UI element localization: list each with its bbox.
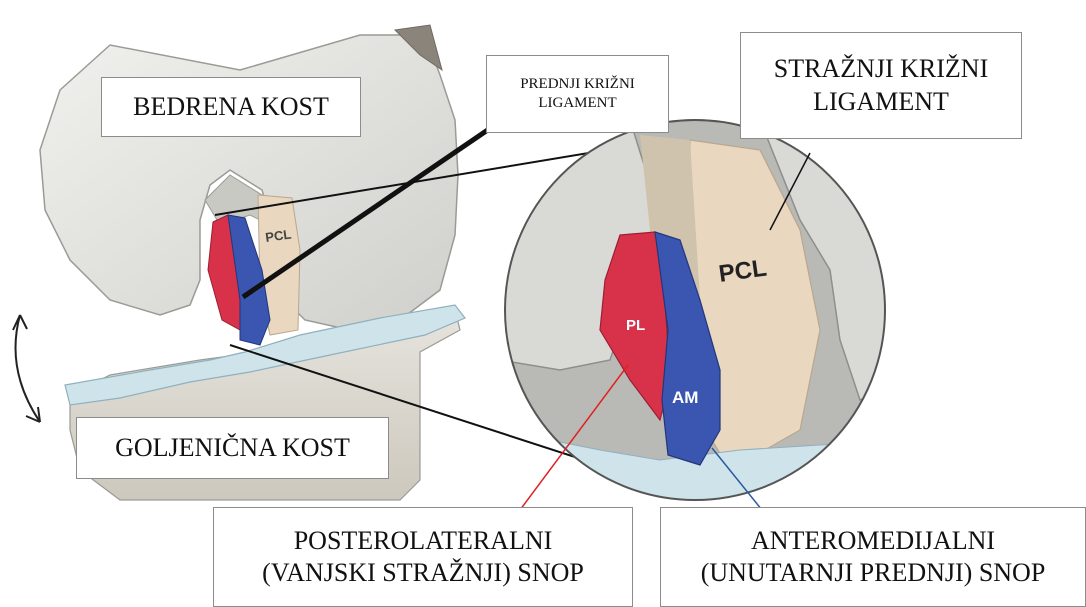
acl-label-line1: PREDNJI KRIŽNI <box>520 75 635 94</box>
pcl-label-line2: LIGAMENT <box>813 86 949 119</box>
rotation-arrow-icon <box>13 315 40 422</box>
tibia-label: GOLJENIČNA KOST <box>76 417 389 479</box>
pl-bundle-label: POSTEROLATERALNI (VANJSKI STRAŽNJI) SNOP <box>213 507 633 607</box>
pcl-label: STRAŽNJI KRIŽNI LIGAMENT <box>740 32 1022 139</box>
acl-label: PREDNJI KRIŽNI LIGAMENT <box>486 55 669 133</box>
pl-bundle-label-line2: (VANJSKI STRAŽNJI) SNOP <box>262 557 584 590</box>
acl-label-line2: LIGAMENT <box>538 94 616 113</box>
pl-bundle-label-line1: POSTEROLATERALNI <box>294 525 553 558</box>
am-bundle-label-line2: (UNUTARNJI PREDNJI) SNOP <box>701 557 1046 590</box>
pcl-label-line1: STRAŽNJI KRIŽNI <box>774 53 989 86</box>
am-bundle-label-line1: ANTEROMEDIJALNI <box>751 525 995 558</box>
femur-label-text: BEDRENA KOST <box>133 91 329 124</box>
pl-mark-zoom: PL <box>626 317 645 334</box>
tibia-label-text: GOLJENIČNA KOST <box>115 432 350 465</box>
femur-label: BEDRENA KOST <box>101 77 361 137</box>
am-mark-zoom: AM <box>672 388 698 407</box>
zoom-detail-circle <box>500 120 900 520</box>
am-bundle-label: ANTEROMEDIJALNI (UNUTARNJI PREDNJI) SNOP <box>660 507 1086 607</box>
